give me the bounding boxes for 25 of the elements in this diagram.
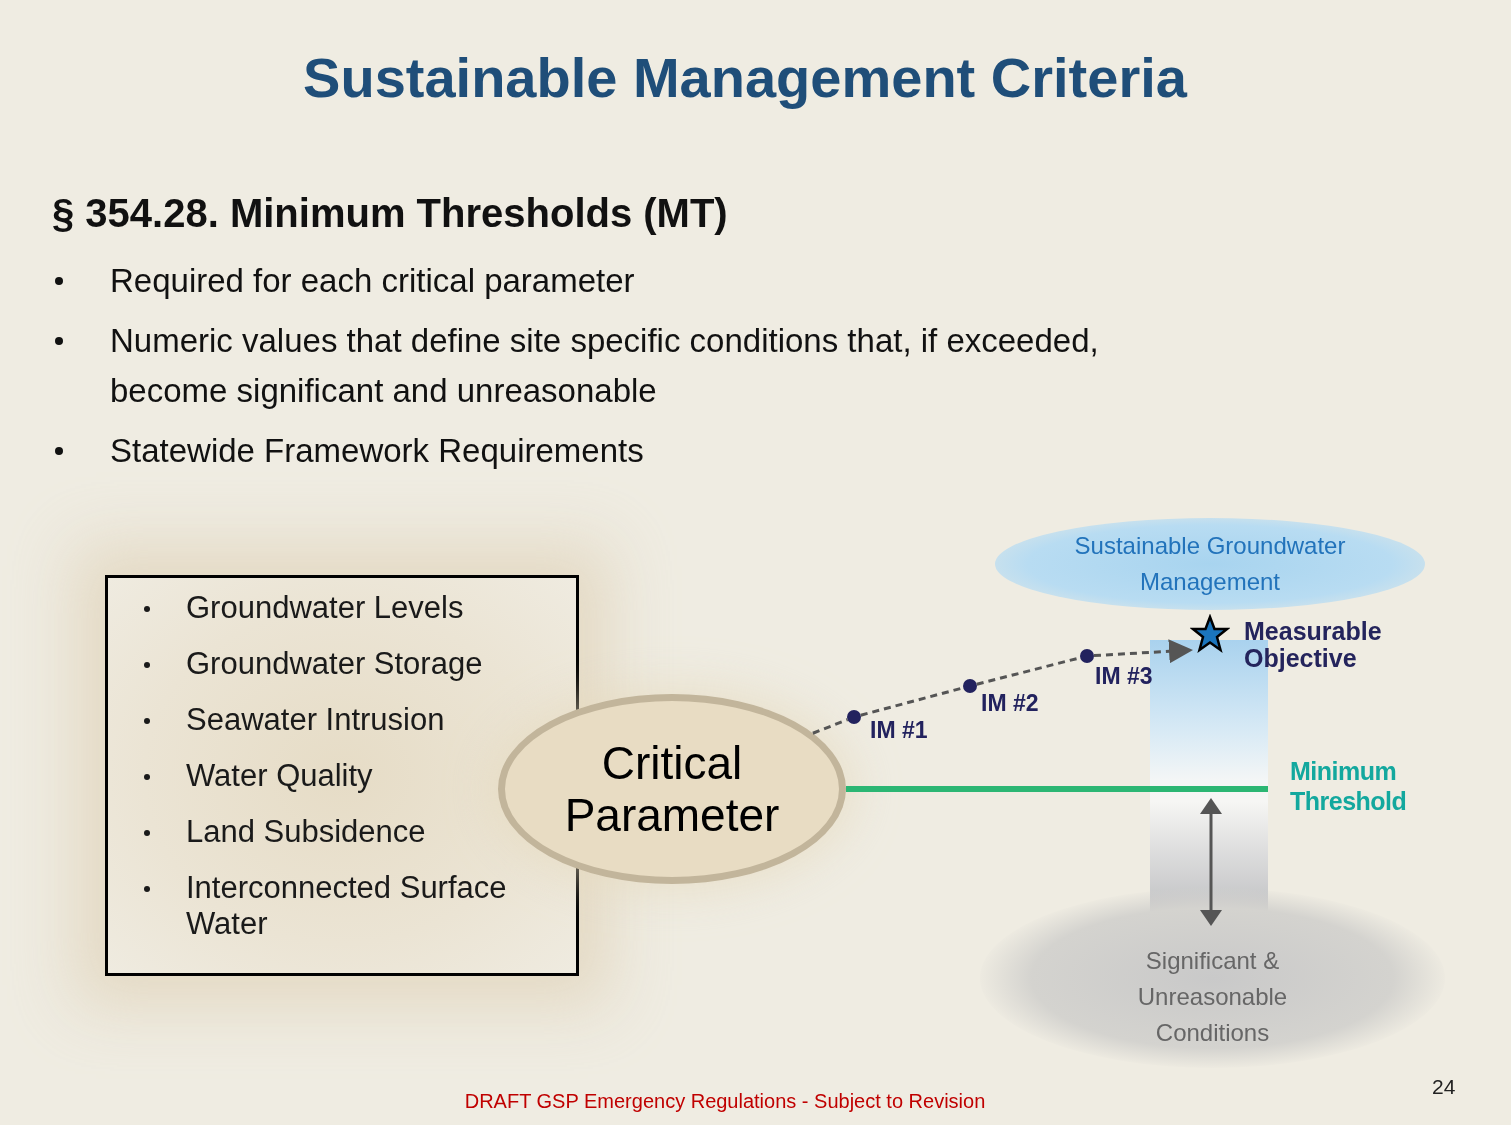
- dashed-line: [812, 718, 849, 735]
- threshold-line: [846, 786, 1268, 792]
- list-item: Land Subsidence: [186, 814, 427, 850]
- dashed-line: [860, 686, 964, 717]
- list-item: Water Quality: [186, 758, 374, 794]
- node-label: Minimum Threshold: [1290, 756, 1408, 816]
- section-heading: § 354.28. Minimum Thresholds (MT): [52, 190, 728, 237]
- list-item: Groundwater Levels: [186, 590, 465, 626]
- node-label: Significant & Unreasonable Conditions: [1136, 946, 1289, 1048]
- list-item: Groundwater Storage: [186, 646, 484, 682]
- list-item: Interconnected Surface Water: [186, 870, 508, 942]
- milestone-label: IM #2: [981, 689, 1039, 717]
- dashed-arrow: [1093, 639, 1193, 664]
- bullet-text: Statewide Framework Requirements: [110, 431, 645, 471]
- node-label: Sustainable Groundwater Management: [1073, 531, 1347, 597]
- milestone-label: IM #1: [870, 716, 928, 744]
- list-item: Seawater Intrusion: [186, 702, 446, 738]
- footer-note: DRAFT GSP Emergency Regulations - Subject to Revision: [463, 1089, 987, 1114]
- page-number: 24: [1432, 1074, 1456, 1100]
- milestone-label: IM #3: [1095, 662, 1153, 690]
- slide-title: Sustainable Management Criteria: [302, 45, 1189, 111]
- node-label: Measurable Objective: [1244, 618, 1383, 672]
- node-label: Critical Parameter: [563, 737, 781, 841]
- bullet-text: Required for each critical parameter: [110, 261, 636, 301]
- bullet-text: Numeric values that define site specific conditions that, if exceeded, become significant and unreasonable: [110, 321, 1100, 411]
